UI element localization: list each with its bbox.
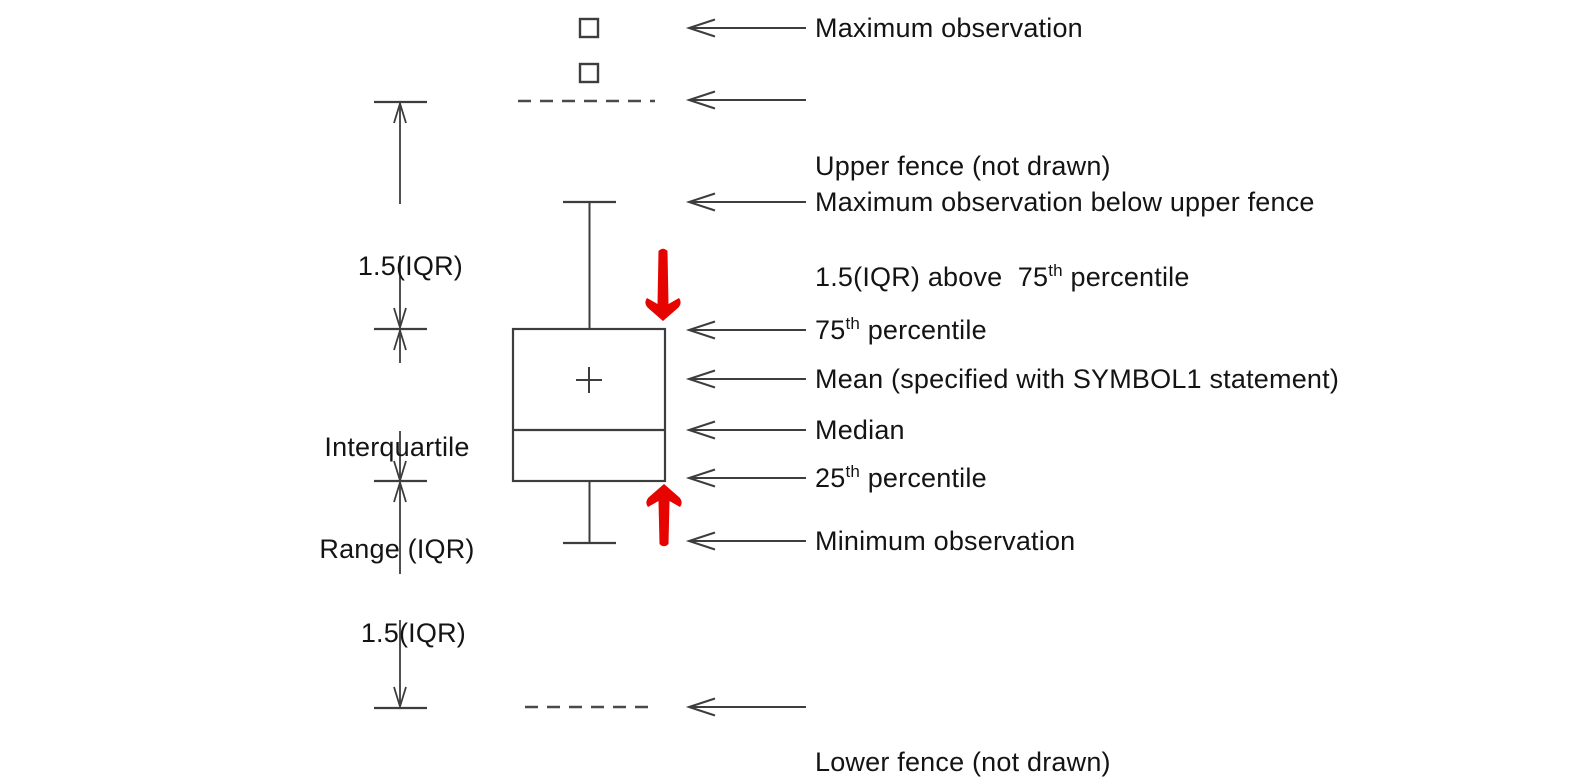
pointer-arrow-median xyxy=(685,420,806,440)
label-median: Median xyxy=(815,415,905,445)
superscript-th: th xyxy=(845,314,861,333)
label-75th-percentile: 75th percentile xyxy=(815,314,987,345)
label-interquartile-range-line2: Range (IQR) xyxy=(319,534,475,564)
red-arrow-down-icon xyxy=(645,248,681,321)
pointer-arrow-75th xyxy=(685,320,806,340)
pointer-arrow-min-obs xyxy=(685,531,806,551)
label-upper-fence-line2: 1.5(IQR) above 75th percentile xyxy=(815,261,1190,292)
dimension-segment-lower-iqr xyxy=(393,479,407,710)
box-iqr-rect xyxy=(511,327,667,483)
label-interquartile-range-line1: Interquartile xyxy=(324,432,470,462)
pointer-arrow-lower-fence xyxy=(685,697,806,717)
arrowhead-up xyxy=(393,100,407,124)
label-maximum-observation: Maximum observation xyxy=(815,13,1083,43)
superscript-th: th xyxy=(1048,261,1063,280)
label-lower-fence: Lower fence (not drawn) 1.5(IQR) below 2… xyxy=(815,670,1187,782)
label-upper-fence: Upper fence (not drawn) 1.5(IQR) above 7… xyxy=(815,74,1190,370)
pointer-arrow-25th xyxy=(685,468,806,488)
label-minimum-observation: Minimum observation xyxy=(815,526,1076,556)
arrowhead-down xyxy=(393,686,407,710)
label-interquartile-range: Interquartile Range (IQR) xyxy=(287,362,507,634)
pointer-arrow-max-below-fence xyxy=(685,192,806,212)
outlier-square-second xyxy=(578,62,600,84)
label-max-below-upper-fence: Maximum observation below upper fence xyxy=(815,187,1315,217)
arrowhead-up xyxy=(393,479,407,503)
label-upper-iqr: 1.5(IQR) xyxy=(357,251,463,281)
label-lower-fence-line1: Lower fence (not drawn) xyxy=(815,747,1111,777)
pointer-arrow-upper-fence xyxy=(685,90,806,110)
arrowhead-up xyxy=(393,327,407,351)
label-upper-fence-line1: Upper fence (not drawn) xyxy=(815,151,1111,181)
pointer-arrow-mean xyxy=(685,369,806,389)
red-arrow-up-icon xyxy=(646,484,682,547)
pointer-arrow-max-obs xyxy=(685,18,806,38)
label-mean: Mean (specified with SYMBOL1 statement) xyxy=(815,364,1340,394)
superscript-th: th xyxy=(845,462,861,481)
outlier-square-top xyxy=(578,17,600,39)
label-25th-percentile: 25th percentile xyxy=(815,462,987,493)
label-lower-iqr: 1.5(IQR) xyxy=(360,618,466,648)
